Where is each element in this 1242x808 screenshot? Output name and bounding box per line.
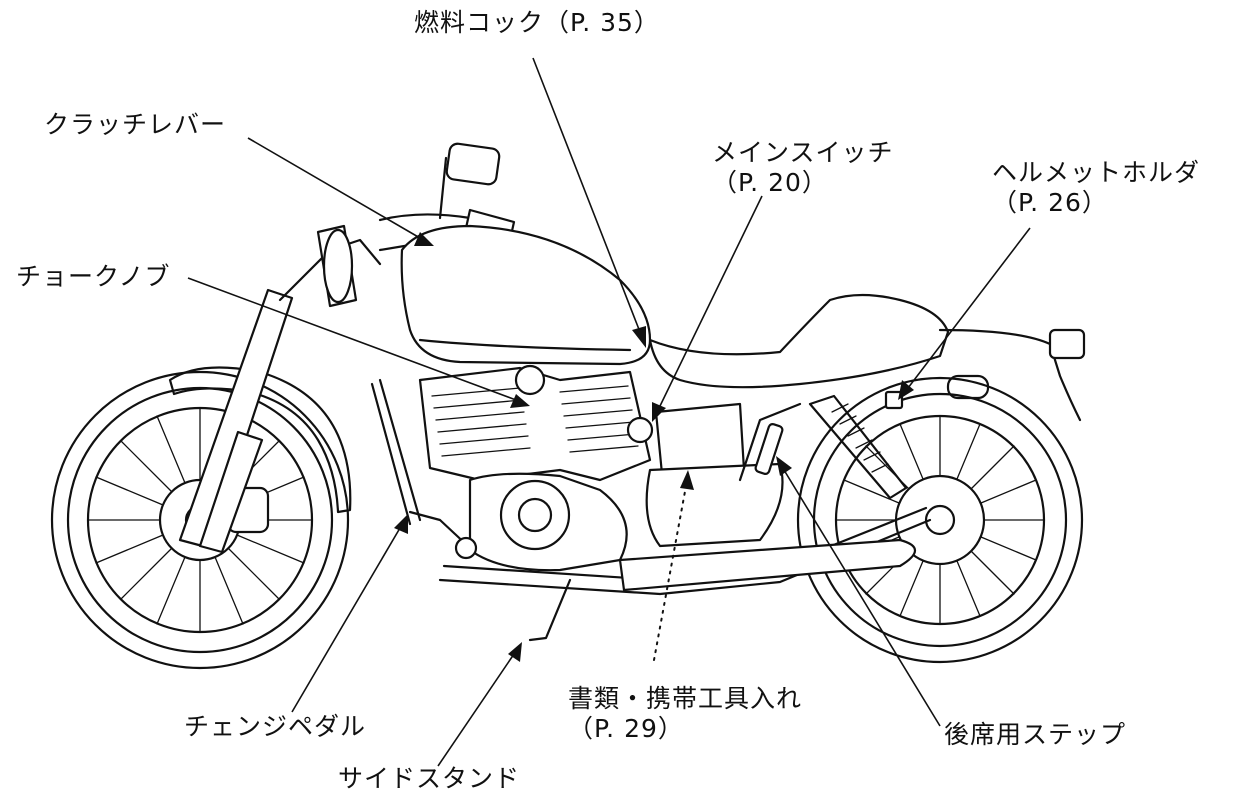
change-pedal-name: チェンジペダル <box>184 712 367 741</box>
seat <box>648 293 950 389</box>
side-stand-part <box>528 578 572 642</box>
fuel-cock-ref: （P. 35） <box>544 8 660 37</box>
rear-wheel <box>796 376 1084 664</box>
label-change-pedal: チェンジペダル <box>184 712 366 742</box>
helmet-holder-name: ヘルメットホルダ <box>992 158 1201 187</box>
clutch-lever-name: クラッチレバー <box>44 110 227 139</box>
choke-knob-name: チョークノブ <box>16 262 171 291</box>
exhaust <box>618 538 917 592</box>
document-tool-storage-name: 書類・携帯工具入れ <box>568 684 803 713</box>
passenger-step-part <box>754 423 784 475</box>
label-fuel-cock: 燃料コック（P. 35） <box>414 8 660 38</box>
label-side-stand: サイドスタンド <box>338 764 520 794</box>
fuel-tank <box>400 224 652 366</box>
helmet-holder-part <box>884 390 904 410</box>
label-clutch-lever: クラッチレバー <box>44 110 226 140</box>
main-switch-ref: （P. 20） <box>712 168 828 197</box>
main-switch-name: メインスイッチ <box>712 138 894 167</box>
engine <box>418 364 654 572</box>
side-stand-name: サイドスタンド <box>338 764 521 793</box>
label-choke-knob: チョークノブ <box>16 262 171 292</box>
helmet-holder-ref: （P. 26） <box>992 188 1108 217</box>
rear-wheel-spokes <box>835 415 1045 625</box>
fuel-cock-name: 燃料コック <box>414 8 545 37</box>
rear-shock <box>808 394 908 500</box>
label-document-tool-storage: 書類・携帯工具入れ （P. 29） <box>568 684 802 744</box>
label-main-switch: メインスイッチ （P. 20） <box>712 138 894 198</box>
headlight <box>316 224 358 308</box>
passenger-step-name: 後席用ステップ <box>944 720 1127 749</box>
leader-lines <box>187 57 1031 767</box>
front-fork <box>178 238 382 554</box>
front-wheel-spokes <box>87 407 313 633</box>
label-passenger-step: 後席用ステップ <box>944 720 1126 750</box>
label-helmet-holder: ヘルメットホルダ （P. 26） <box>992 158 1200 218</box>
side-cover <box>654 402 746 476</box>
document-tool-storage-ref: （P. 29） <box>568 714 684 743</box>
